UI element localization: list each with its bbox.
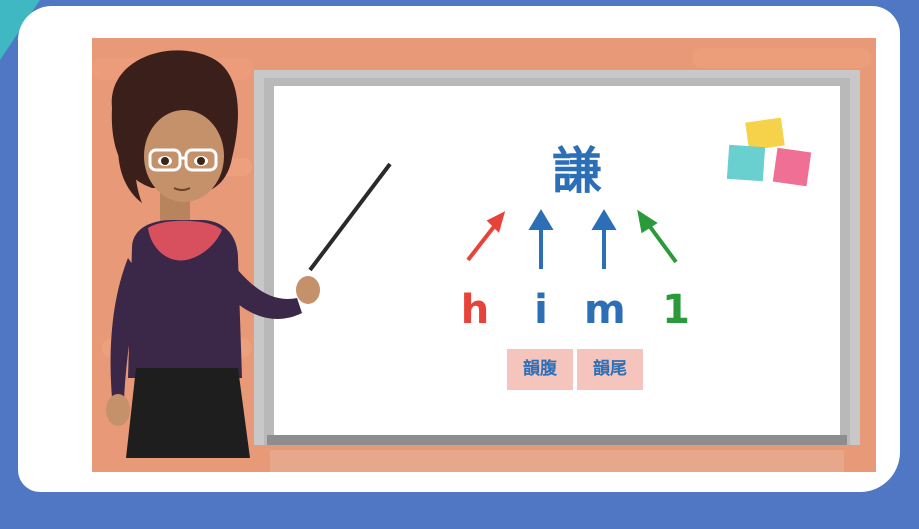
letter-i: i bbox=[534, 287, 548, 333]
arrow-h-icon bbox=[466, 211, 506, 262]
teacher-illustration-icon bbox=[106, 50, 320, 458]
content-card: 謙 h i m 1 韻腹 韻尾 bbox=[18, 6, 900, 492]
chinese-character: 謙 bbox=[552, 142, 602, 200]
label-yunwei: 韻尾 bbox=[577, 349, 643, 390]
arrow-1-icon bbox=[637, 209, 678, 264]
pointer-stick-icon bbox=[308, 162, 392, 272]
label-yunfu: 韻腹 bbox=[507, 349, 573, 390]
sticky-notes-icon bbox=[726, 117, 812, 187]
letter-1: 1 bbox=[662, 287, 690, 333]
lesson-illustration: 謙 h i m 1 韻腹 韻尾 bbox=[92, 38, 876, 472]
whiteboard: 謙 h i m 1 韻腹 韻尾 bbox=[92, 38, 876, 472]
classroom-scene bbox=[92, 38, 876, 472]
arrow-m-icon bbox=[591, 209, 617, 269]
letter-m: m bbox=[584, 287, 626, 333]
letter-h: h bbox=[460, 287, 490, 333]
arrow-i-icon bbox=[528, 209, 554, 269]
